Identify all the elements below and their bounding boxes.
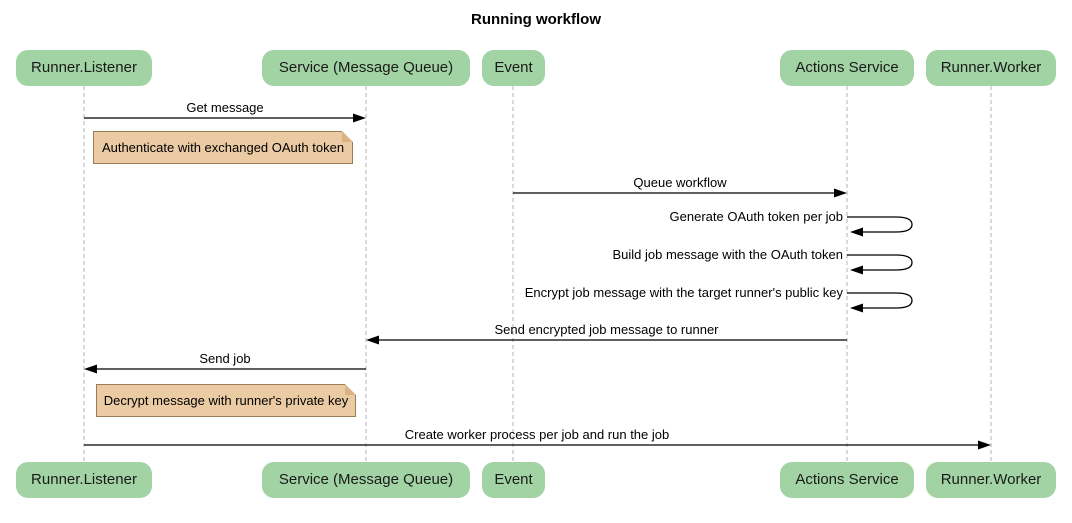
selfloop-encrypt-message [847, 292, 913, 309]
arrowhead-icon [978, 440, 991, 450]
actor-event-top: Event [482, 50, 545, 86]
actor-actions-service-bottom: Actions Service [780, 462, 914, 498]
diagram-title: Running workflow [471, 11, 601, 28]
actor-service-mq-bottom: Service (Message Queue) [262, 462, 470, 498]
actor-runner-listener-top: Runner.Listener [16, 50, 152, 86]
message-label-send-encrypted: Send encrypted job message to runner [494, 322, 719, 337]
arrowhead-icon [366, 335, 379, 345]
actor-runner-worker-top: Runner.Worker [926, 50, 1056, 86]
message-label-queue-workflow: Queue workflow [633, 175, 727, 190]
message-label-create-worker: Create worker process per job and run th… [404, 427, 670, 442]
arrowhead-icon [850, 227, 863, 237]
selfloop-generate-token [847, 216, 913, 233]
selfloop-build-message [847, 254, 913, 271]
arrowhead-icon [84, 364, 97, 374]
arrowhead-icon [353, 113, 366, 123]
message-label-build-message: Build job message with the OAuth token [612, 247, 843, 262]
arrowhead-icon [850, 265, 863, 275]
actor-runner-listener-bottom: Runner.Listener [16, 462, 152, 498]
arrowhead-icon [834, 188, 847, 198]
arrowhead-icon [850, 303, 863, 313]
note-authenticate: Authenticate with exchanged OAuth token [93, 131, 353, 164]
message-label-get-message: Get message [186, 100, 264, 115]
message-label-send-job: Send job [199, 351, 251, 366]
note-decrypt: Decrypt message with runner's private ke… [96, 384, 356, 417]
actor-service-mq-top: Service (Message Queue) [262, 50, 470, 86]
message-label-encrypt-message: Encrypt job message with the target runn… [524, 285, 843, 300]
message-label-generate-token: Generate OAuth token per job [669, 209, 843, 224]
actor-event-bottom: Event [482, 462, 545, 498]
actor-runner-worker-bottom: Runner.Worker [926, 462, 1056, 498]
actor-actions-service-top: Actions Service [780, 50, 914, 86]
